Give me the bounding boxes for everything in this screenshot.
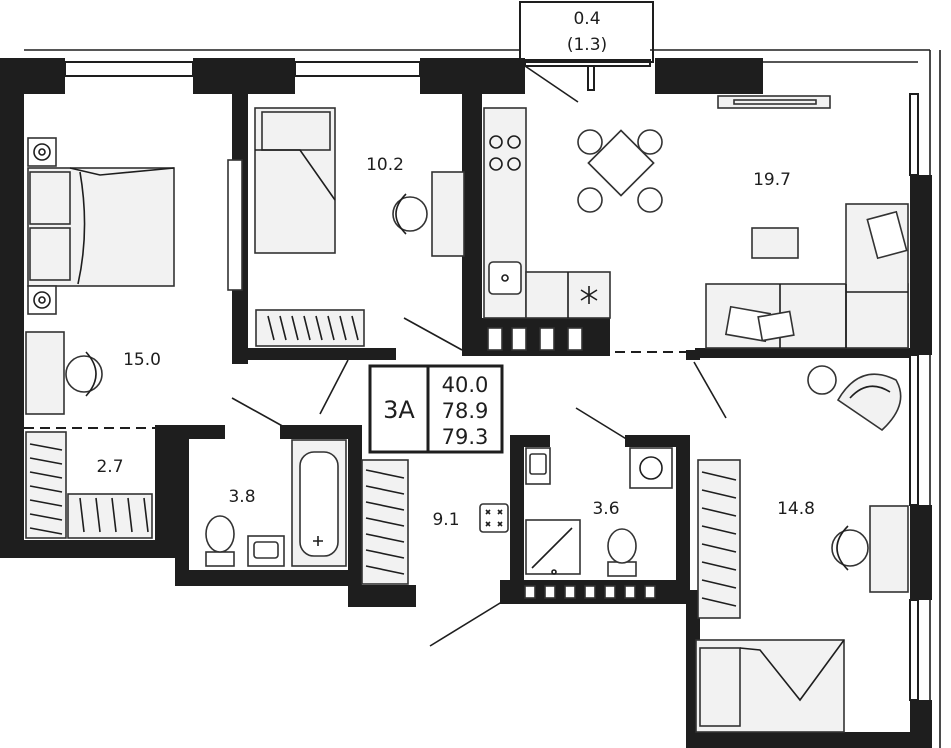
balcony <box>519 1 654 91</box>
wall-tv <box>227 159 243 291</box>
corner-sofa <box>705 203 909 349</box>
double-bed <box>27 167 175 287</box>
bathtub <box>291 439 347 567</box>
washing-machine-icon <box>629 447 673 489</box>
room-area-bedroom-right: 14.8 <box>777 499 815 519</box>
desk-with-chair <box>831 505 909 593</box>
sink-icon <box>488 261 522 295</box>
armchair <box>807 365 902 432</box>
apartment-info-box: 3А 40.0 78.9 79.3 <box>368 364 504 454</box>
fridge-icon <box>580 286 598 304</box>
desk-with-chair <box>25 331 103 415</box>
balcony-area: 0.4 <box>573 9 600 29</box>
coffee-table <box>751 227 799 259</box>
apartment-type-code: 3А <box>383 396 415 424</box>
stove-icon <box>489 135 521 171</box>
total-area-value: 78.9 <box>442 399 489 423</box>
room-area-bathroom: 3.8 <box>228 487 255 507</box>
single-bed <box>695 639 845 733</box>
room-area-bedroom-small: 10.2 <box>366 155 404 175</box>
electrical-panel-icon <box>479 503 509 533</box>
washbasin-icon <box>525 447 551 485</box>
room-area-hallway: 9.1 <box>432 510 459 530</box>
nightstand-lamp-icon <box>27 137 57 167</box>
wardrobe-hangers <box>697 459 741 619</box>
toilet-icon <box>205 515 235 567</box>
wardrobe-hangers <box>255 309 365 347</box>
washbasin-icon <box>247 535 285 567</box>
living-area-value: 40.0 <box>442 373 489 397</box>
room-area-toilet: 3.6 <box>592 499 619 519</box>
toilet-icon <box>607 528 637 577</box>
wardrobe-hangers <box>25 431 153 539</box>
dining-table <box>577 129 663 213</box>
room-area-wardrobe: 2.7 <box>96 457 123 477</box>
room-area-bedroom-left: 15.0 <box>123 350 161 370</box>
single-bed <box>254 107 336 254</box>
tv-stand <box>717 95 831 109</box>
wardrobe-hangers <box>361 459 409 585</box>
balcony-area-reduced: (1.3) <box>567 35 607 55</box>
room-area-kitchen-living: 19.7 <box>753 170 791 190</box>
desk-with-chair <box>392 171 465 257</box>
total-area-with-balcony-value: 79.3 <box>442 425 489 449</box>
shower-tray <box>525 519 581 575</box>
nightstand-lamp-icon <box>27 285 57 315</box>
